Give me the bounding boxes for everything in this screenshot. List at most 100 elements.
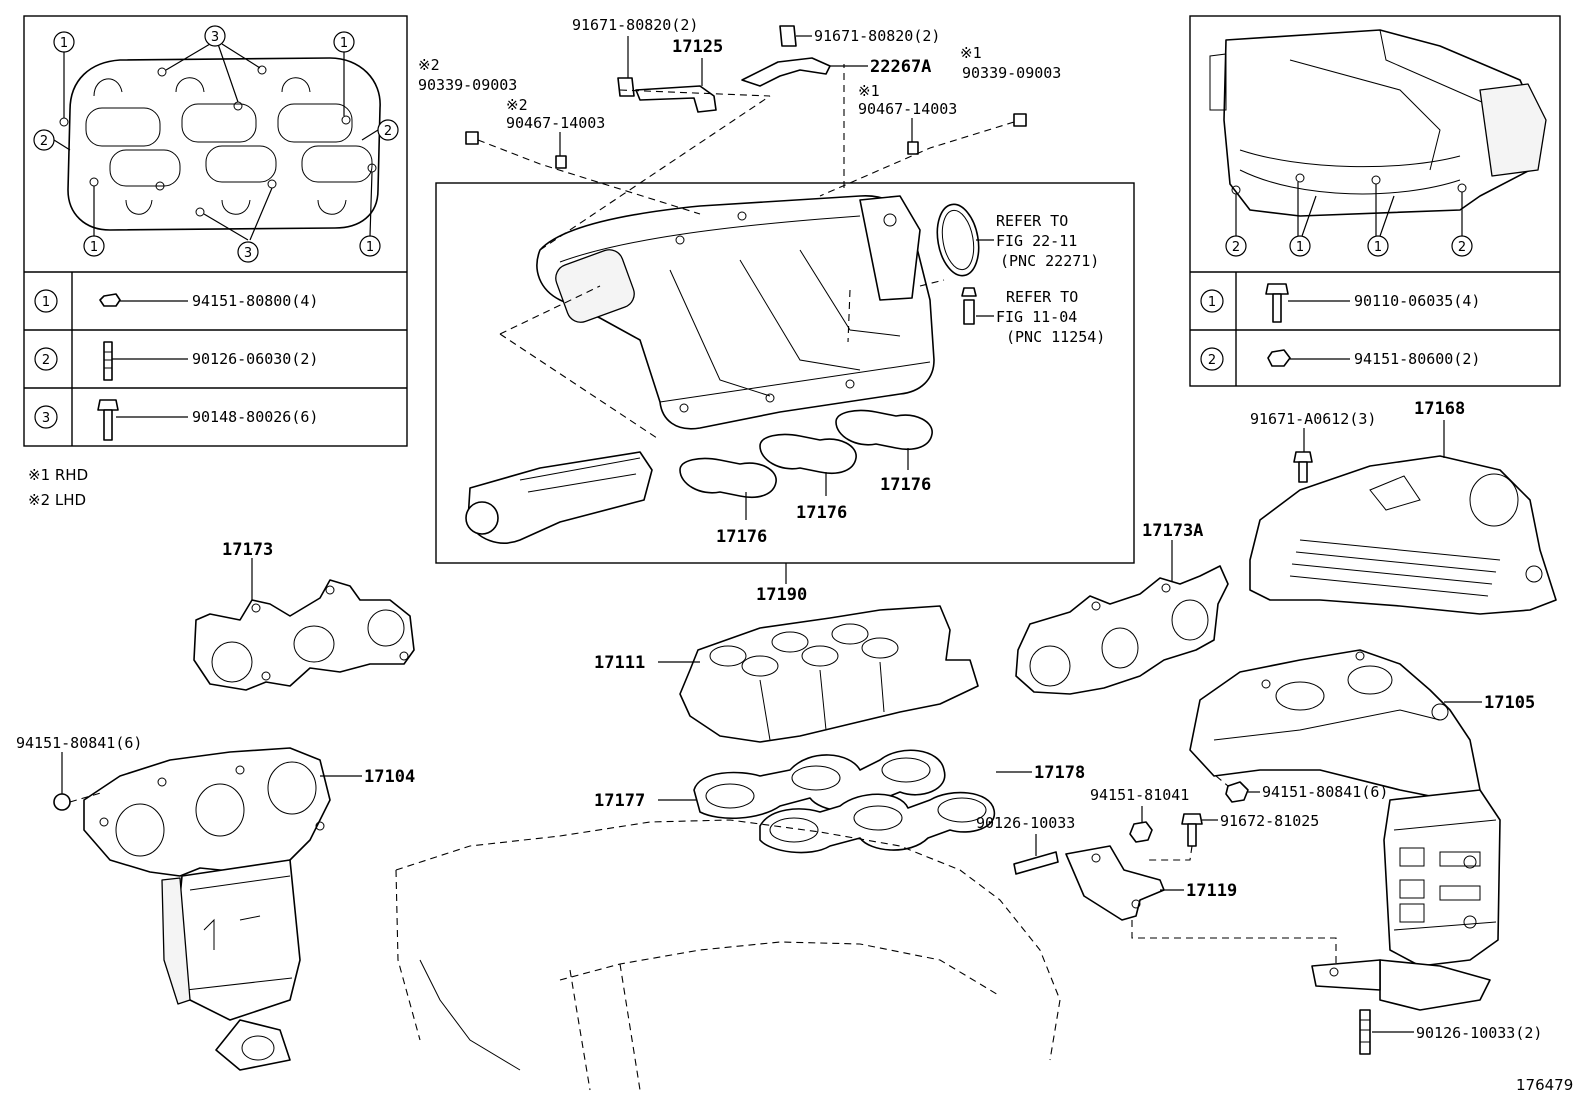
- label-17111: 17111: [594, 653, 645, 673]
- label-90467-14003-a: 90467-14003: [506, 114, 605, 132]
- svg-text:1: 1: [366, 240, 374, 255]
- svg-text:1: 1: [1374, 240, 1382, 255]
- catalytic-converter-right: [1311, 789, 1501, 1011]
- refer-11-04-line2: FIG 11-04: [996, 308, 1077, 326]
- catalytic-converter-left: [161, 859, 301, 1071]
- refer-11-04-line1: REFER TO: [1006, 288, 1078, 306]
- label-17173A: 17173A: [1142, 521, 1203, 541]
- label-17190: 17190: [756, 585, 807, 605]
- svg-text:3: 3: [211, 30, 219, 45]
- intake-manifold-lower-17111: [679, 605, 979, 743]
- heat-insulator-17168: [1249, 455, 1557, 615]
- svg-text:2: 2: [1208, 353, 1216, 368]
- right-inset: 2 1 1 2 1 90110-06035(4) 2 94151-80600(2…: [1189, 15, 1561, 387]
- label-90339-09003-a: 90339-09003: [418, 76, 517, 94]
- gaskets-17176: [679, 409, 933, 498]
- label-90467-14003-b: 90467-14003: [858, 100, 957, 118]
- label-91671-A0612: 91671-A0612(3): [1250, 410, 1376, 428]
- svg-text:90148-80026(6): 90148-80026(6): [192, 408, 318, 426]
- nut-94151-81041: [1129, 821, 1153, 843]
- exhaust-gasket-17173A: [1015, 565, 1229, 695]
- legend-left-row-3: 3 90148-80026(6): [34, 399, 318, 441]
- label-94151-80841-a: 94151-80841(6): [16, 734, 142, 752]
- bracket-17119: [1065, 845, 1165, 921]
- bracket-22267A: [741, 25, 831, 87]
- inset-manifold-flange: [59, 57, 381, 231]
- svg-text:1: 1: [1208, 295, 1216, 310]
- inset-callouts: 1 1 2 2 3 1 1 3: [33, 25, 399, 263]
- stud-90126-10033: [1013, 851, 1059, 875]
- refer-11-04-line3: (PNC 11254): [1006, 328, 1105, 346]
- label-90339-09003-b: 90339-09003: [962, 64, 1061, 82]
- label-17176-a: 17176: [880, 475, 931, 495]
- exhaust-manifold-17105: [1189, 649, 1481, 801]
- inset-intake-plenum: [1209, 29, 1547, 217]
- note-lhd: ※2 LHD: [28, 491, 86, 509]
- exhaust-gasket-17173: [193, 579, 415, 691]
- label-91671-80820-b: 91671-80820(2): [814, 27, 940, 45]
- svg-text:2: 2: [40, 134, 48, 149]
- nut-94151-80841-right: [1225, 781, 1249, 803]
- bolt-91672-81025: [1181, 813, 1203, 847]
- refer-22-11-line2: FIG 22-11: [996, 232, 1077, 250]
- svg-text:3: 3: [244, 246, 252, 261]
- label-17176-c: 17176: [716, 527, 767, 547]
- label-94151-81041: 94151-81041: [1090, 786, 1189, 804]
- label-91671-80820-a: 91671-80820(2): [572, 16, 698, 34]
- intake-plenum: [536, 195, 935, 430]
- label-17105: 17105: [1484, 693, 1535, 713]
- label-17119: 17119: [1186, 881, 1237, 901]
- svg-text:2: 2: [1458, 240, 1466, 255]
- svg-text:2: 2: [42, 353, 50, 368]
- legend-left-row-2: 2 90126-06030(2): [34, 341, 318, 381]
- resonator-tube: [465, 451, 653, 544]
- legend-left-row-1: 1 94151-80800(4): [34, 289, 318, 313]
- label-90126-10033-b: 90126-10033(2): [1416, 1024, 1542, 1042]
- engine-block-outline: [395, 819, 1061, 1091]
- svg-text:94151-80800(4): 94151-80800(4): [192, 292, 318, 310]
- label-90126-10033-a: 90126-10033: [976, 814, 1075, 832]
- mark-s2-a: ※2: [418, 56, 440, 74]
- left-inset: 1 1 2 2 3 1 1 3 1 94151-80800(4) 2 90126…: [23, 15, 408, 447]
- refer-22-11-line3: (PNC 22271): [1000, 252, 1099, 270]
- label-17173: 17173: [222, 540, 273, 560]
- mark-s1-a: ※1: [960, 44, 982, 62]
- svg-text:1: 1: [340, 36, 348, 51]
- figure-id: 176479: [1516, 1076, 1573, 1094]
- label-17104: 17104: [364, 767, 415, 787]
- mark-s1-b: ※1: [858, 82, 880, 100]
- legend-right-row-1: 1 90110-06035(4): [1200, 283, 1480, 323]
- stud-90126-10033-2: [1359, 1009, 1371, 1055]
- svg-text:1: 1: [1296, 240, 1304, 255]
- label-17178: 17178: [1034, 763, 1085, 783]
- exhaust-manifold-17104: [83, 747, 331, 877]
- note-rhd: ※1 RHD: [28, 466, 88, 484]
- svg-text:1: 1: [60, 36, 68, 51]
- intake-manifold-assembly-box: REFER TO FIG 22-11 (PNC 22271) REFER TO …: [435, 64, 1135, 564]
- label-17125: 17125: [672, 37, 723, 57]
- stud-sensor: [961, 287, 977, 325]
- svg-text:2: 2: [384, 124, 392, 139]
- label-22267A: 22267A: [870, 57, 931, 77]
- legend-right-row-2: 2 94151-80600(2): [1200, 347, 1480, 371]
- svg-text:90126-06030(2): 90126-06030(2): [192, 350, 318, 368]
- nut-94151-80841-left: [53, 793, 71, 811]
- svg-text:1: 1: [90, 240, 98, 255]
- label-94151-80841-b: 94151-80841(6): [1262, 783, 1388, 801]
- svg-text:2: 2: [1232, 240, 1240, 255]
- label-91672-81025: 91672-81025: [1220, 812, 1319, 830]
- right-inset-callouts: 2 1 1 2: [1225, 235, 1473, 257]
- small-clips: [465, 113, 1027, 169]
- bolt-91671-A0612: [1293, 451, 1313, 483]
- refer-22-11-line1: REFER TO: [996, 212, 1068, 230]
- intake-gasket-17177: [693, 749, 946, 820]
- svg-text:94151-80600(2): 94151-80600(2): [1354, 350, 1480, 368]
- mark-s2-b: ※2: [506, 96, 528, 114]
- svg-text:90110-06035(4): 90110-06035(4): [1354, 292, 1480, 310]
- svg-text:3: 3: [42, 411, 50, 426]
- throttle-o-ring: [936, 203, 980, 277]
- label-17176-b: 17176: [796, 503, 847, 523]
- label-17177: 17177: [594, 791, 645, 811]
- label-17168: 17168: [1414, 399, 1465, 419]
